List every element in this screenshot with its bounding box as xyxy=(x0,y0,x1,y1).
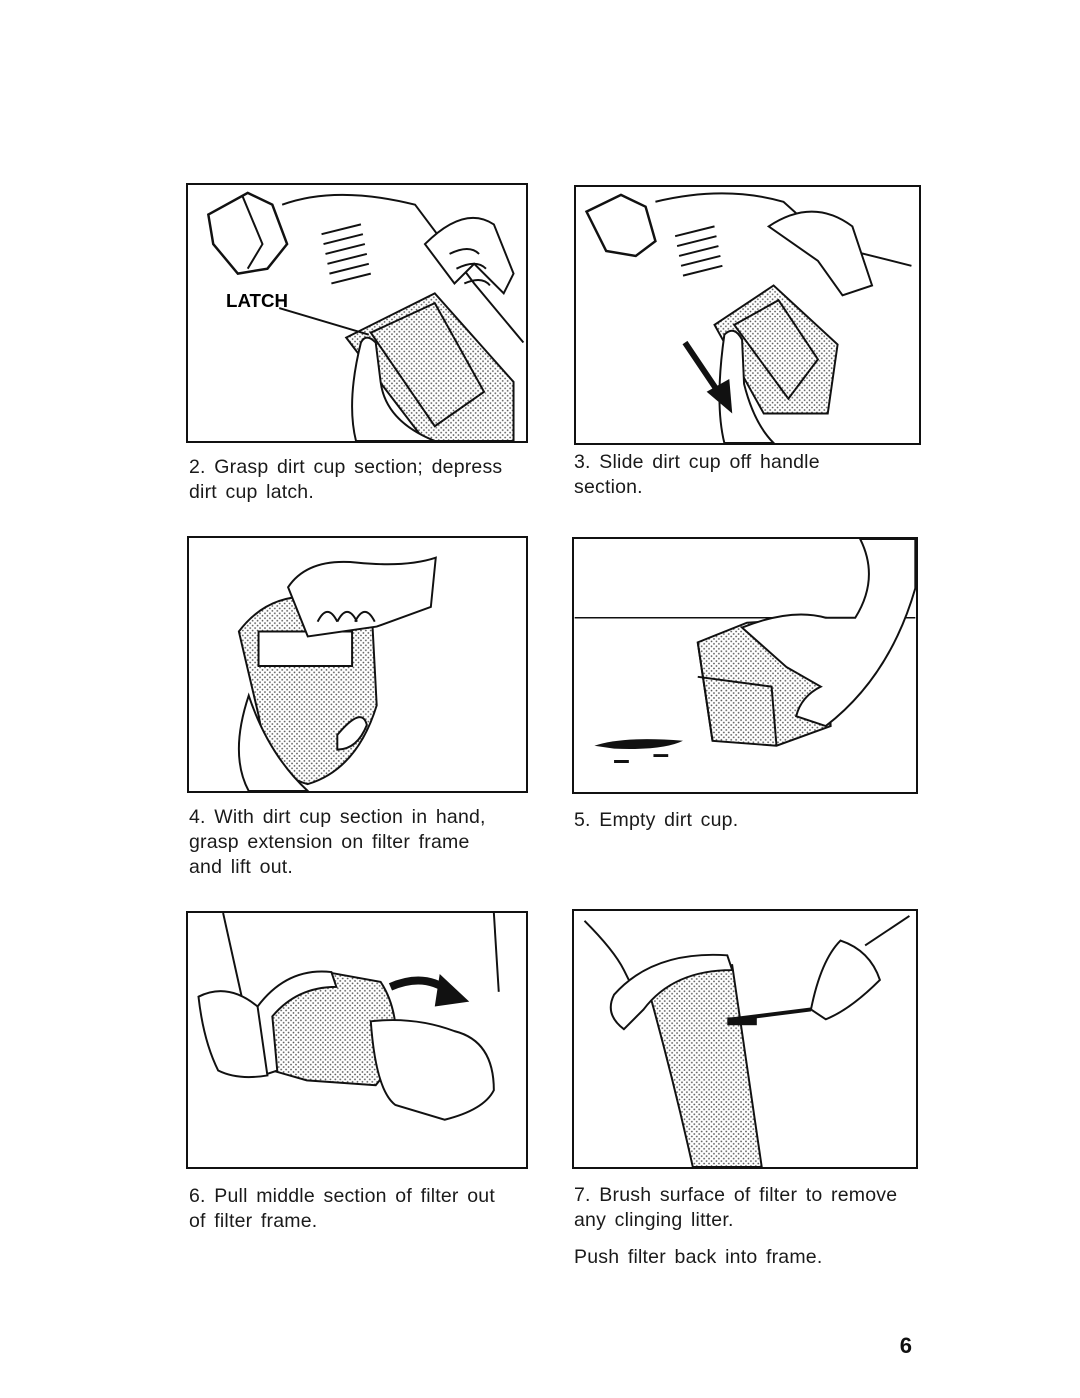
step-2-caption: 2. Grasp dirt cup section; depress dirt … xyxy=(189,455,502,505)
step-text: Empty dirt cup. xyxy=(599,809,739,831)
step-3-caption: 3. Slide dirt cup off handle section. xyxy=(574,450,820,500)
step-text: any clinging litter. xyxy=(574,1209,734,1231)
step-text: of filter frame. xyxy=(189,1210,318,1232)
slide-off-illustration xyxy=(574,185,921,445)
step-number: 3. xyxy=(574,451,591,473)
step-text: Slide dirt cup off handle xyxy=(599,451,820,473)
step-text: dirt cup latch. xyxy=(189,481,314,503)
latch-illustration: LATCH xyxy=(186,183,528,443)
brush-filter-illustration xyxy=(572,909,918,1169)
step-extra-text: Push filter back into frame. xyxy=(574,1246,823,1268)
step-number: 6. xyxy=(189,1185,206,1207)
step-4-caption: 4. With dirt cup section in hand, grasp … xyxy=(189,805,486,880)
step-7-caption: 7. Brush surface of filter to remove any… xyxy=(574,1183,897,1270)
lift-filter-illustration xyxy=(187,536,528,793)
step-number: 7. xyxy=(574,1184,591,1206)
step-text: and lift out. xyxy=(189,856,293,878)
step-text: Grasp dirt cup section; depress xyxy=(214,456,503,478)
hand-lifting-filter-icon xyxy=(237,556,437,791)
step-number: 2. xyxy=(189,456,206,478)
pull-filter-illustration xyxy=(186,911,528,1169)
step-text: Brush surface of filter to remove xyxy=(599,1184,898,1206)
hand-sliding-cup-icon xyxy=(584,192,912,443)
step-number: 4. xyxy=(189,806,206,828)
step-number: 5. xyxy=(574,809,591,831)
page-number: 6 xyxy=(899,1333,912,1358)
step-text: section. xyxy=(574,476,643,498)
empty-cup-illustration xyxy=(572,537,918,794)
step-text: grasp extension on filter frame xyxy=(189,831,470,853)
hand-emptying-cup-icon xyxy=(574,539,916,763)
step-6-caption: 6. Pull middle section of filter out of … xyxy=(189,1184,495,1234)
step-text: With dirt cup section in hand, xyxy=(214,806,486,828)
step-5-caption: 5. Empty dirt cup. xyxy=(574,808,738,833)
hand-brushing-filter-icon xyxy=(583,915,910,1167)
step-text: Pull middle section of filter out xyxy=(214,1185,495,1207)
latch-label: LATCH xyxy=(226,290,288,311)
hands-pulling-filter-icon xyxy=(197,913,500,1121)
hand-depressing-latch-icon: LATCH xyxy=(206,191,525,441)
